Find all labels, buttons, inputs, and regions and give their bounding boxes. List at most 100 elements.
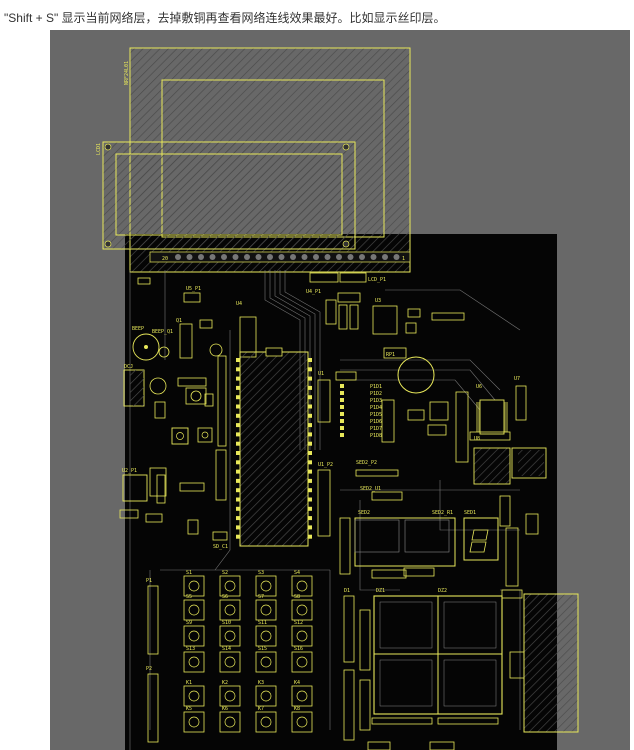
mcu-pin-left xyxy=(236,497,240,502)
key-label: S8 xyxy=(294,594,300,600)
key-switch-cap xyxy=(188,716,200,728)
key-switch-cap xyxy=(296,630,308,642)
lcd-pin-pad xyxy=(290,254,296,260)
key-label: K6 xyxy=(222,706,228,712)
key-label: S4 xyxy=(294,570,300,576)
led-pad xyxy=(340,405,344,409)
key-switch xyxy=(183,625,205,647)
dz2-label: DZ2 xyxy=(438,588,447,594)
key-switch xyxy=(183,711,205,733)
key-switch xyxy=(183,599,205,621)
sed2-area: SED2_P2 SED2_U1 SED2 SED2_R1 xyxy=(339,460,456,579)
u4-label: U4 xyxy=(236,301,242,307)
key-switch-cap xyxy=(224,580,236,592)
key-label: K7 xyxy=(258,706,264,712)
mcu-pin-left xyxy=(236,460,240,465)
dot-matrix: DZ1 DZ2 xyxy=(359,588,525,750)
key-label: S9 xyxy=(186,620,192,626)
dcj-label: DCJ xyxy=(124,364,133,370)
key-switch xyxy=(255,575,277,597)
mcu-pin-left xyxy=(236,423,240,428)
lcd-pin-pad xyxy=(324,254,331,260)
mcu-pin-right xyxy=(308,404,312,409)
led-label: P1D3 xyxy=(370,398,382,404)
led-label: P1D5 xyxy=(370,412,382,418)
key-label: K5 xyxy=(186,706,192,712)
sed2-label: SED2 xyxy=(358,510,370,516)
mcu-pin-right xyxy=(308,413,312,418)
sed2-u1-label: SED2_U1 xyxy=(360,486,381,492)
led-pad xyxy=(340,426,344,430)
u1-p2-label: U1_P2 xyxy=(318,462,333,468)
key-switch xyxy=(291,625,313,647)
key-switch-cap xyxy=(224,690,236,702)
mcu-pin-right xyxy=(308,478,312,483)
lcd-pin-pad xyxy=(359,254,365,260)
lcd-pin-pad xyxy=(186,254,193,260)
led-column: U1 U1_P2 P1D1P1D2P1D3P1D4P1D5P1D6P1D7P1D… xyxy=(317,347,469,537)
key-label: S1 xyxy=(186,570,192,576)
key-switch-cap xyxy=(296,656,308,668)
key-switch xyxy=(219,599,241,621)
u3-label: U3 xyxy=(375,298,381,304)
right-ics: U6 U7 U8 SED1 xyxy=(463,376,547,587)
key-label: S13 xyxy=(186,646,195,652)
led-label: P1D7 xyxy=(370,426,382,432)
key-label: S12 xyxy=(294,620,303,626)
mcu-pin-right xyxy=(308,441,312,446)
mcu-pin-left xyxy=(236,358,240,362)
key-label: S14 xyxy=(222,646,231,652)
lcd-pin-pad xyxy=(278,254,285,260)
key-switch-cap xyxy=(188,656,200,668)
led-label: P1D1 xyxy=(370,384,382,390)
key-switch-cap xyxy=(188,630,200,642)
led-pad xyxy=(340,419,344,423)
mcu-pin-right xyxy=(308,367,312,372)
key-switch-cap xyxy=(260,716,272,728)
mcu-pin-left xyxy=(236,534,240,539)
key-switch xyxy=(255,625,277,647)
key-switch-cap xyxy=(260,690,272,702)
u4-p1-label: U4_P1 xyxy=(306,289,321,295)
article-caption: "Shift + S" 显示当前网络层，去掉敷铜再查看网络连线效果最好。比如显示… xyxy=(4,11,446,25)
key-label: K4 xyxy=(294,680,300,686)
mcu-pin-right xyxy=(308,395,312,400)
mcu-pin-right xyxy=(308,460,312,465)
lcd-pin-pad xyxy=(370,254,377,260)
u8-label: U8 xyxy=(474,436,480,442)
u5-p1-label: U5_P1 xyxy=(186,286,201,292)
mcu-pin-right xyxy=(308,469,312,474)
mcu-pin-left xyxy=(236,469,240,474)
key-switch xyxy=(255,685,277,707)
dz1-label: DZ1 xyxy=(376,588,385,594)
lcd-pin-pad xyxy=(313,254,319,260)
key-switch-cap xyxy=(188,690,200,702)
mcu-pin-left xyxy=(236,376,240,381)
key-switch xyxy=(255,711,277,733)
key-switch xyxy=(219,685,241,707)
mcu-pin-right xyxy=(308,423,312,428)
mcu-pin-left xyxy=(236,506,240,511)
lcd-pin-pad xyxy=(175,254,181,260)
key-switch xyxy=(183,575,205,597)
key-label: K2 xyxy=(222,680,228,686)
lcd-pin-20-label: 20 xyxy=(162,256,168,262)
led-label: P1D4 xyxy=(370,405,382,411)
mcu-pin-right xyxy=(308,525,312,530)
key-switch-cap xyxy=(224,604,236,616)
mcu-pin-left xyxy=(236,404,240,409)
key-switch-cap xyxy=(296,604,308,616)
lcd-pin-pad xyxy=(336,254,342,260)
mcu-pin-right xyxy=(308,358,312,362)
lcd-module: NRF24L01 LCD1 20 1 xyxy=(96,47,411,273)
mcu-pin-right xyxy=(308,506,312,511)
lcd-pin-pad xyxy=(267,254,273,260)
key-label: S11 xyxy=(258,620,267,626)
key-switch xyxy=(291,651,313,673)
lcd-pin-pad xyxy=(244,254,250,260)
mcu-pin-left xyxy=(236,432,240,437)
key-switch-cap xyxy=(296,716,308,728)
lcd-pin-pad xyxy=(347,254,354,260)
lcd-pin-pad xyxy=(393,254,400,260)
key-label: S10 xyxy=(222,620,231,626)
